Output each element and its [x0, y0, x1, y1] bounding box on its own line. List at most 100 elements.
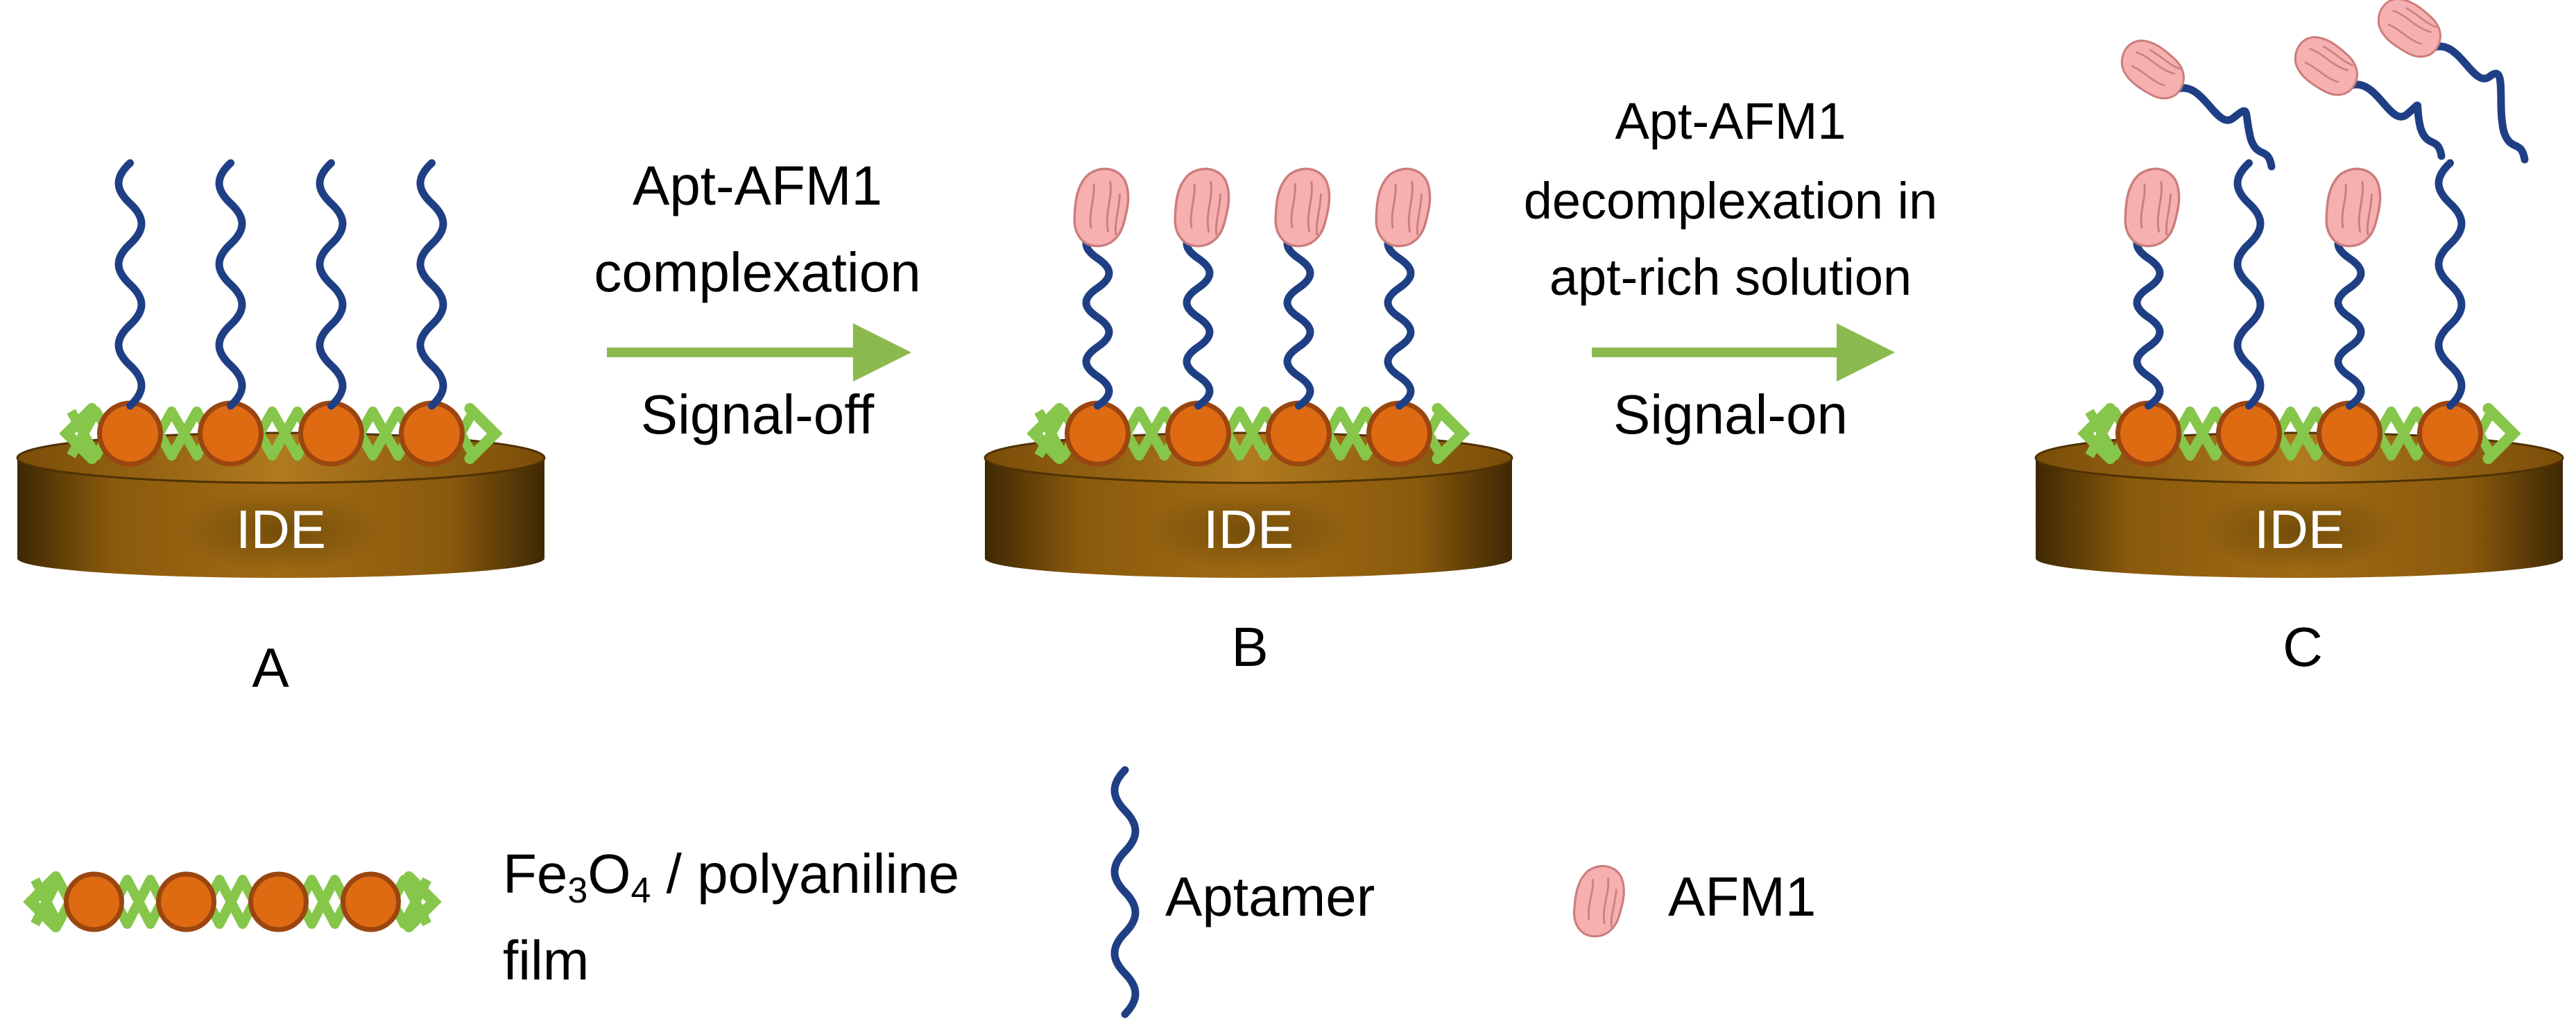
step2-title-line3: apt-rich solution [1549, 248, 1912, 306]
electrode-label-b: IDE [1203, 499, 1294, 560]
aptamer-strand [1283, 225, 1314, 410]
afm1-body [1174, 167, 1230, 248]
aptamers-a [114, 159, 447, 410]
afm1-molecule [2120, 40, 2185, 100]
fe3o4-particle [97, 400, 163, 467]
aptamer-strand [2435, 159, 2466, 410]
afm1-texture [2341, 180, 2373, 236]
electrode-label-shade [1144, 489, 1353, 572]
panel-a: IDE A [16, 159, 546, 699]
free-aptamer-strand [2427, 42, 2529, 164]
polyaniline-end [2077, 403, 2116, 464]
fe3o4-particle [1366, 400, 1432, 467]
step1-title-line1: Apt-AFM1 [633, 155, 882, 216]
afm1-texture [2387, 7, 2437, 45]
step-decomplexation: Apt-AFM1 decomplexation in apt-rich solu… [1524, 92, 1937, 445]
fe3o4-particle [2115, 400, 2181, 467]
aptamer-strand [1082, 225, 1113, 410]
legend-film-label: Fe3O4 / polyaniline [503, 843, 959, 911]
afm1-body [2124, 167, 2181, 248]
polyaniline-end [59, 403, 98, 464]
panel-label-a: A [252, 637, 289, 699]
afm1-texture [1190, 180, 1221, 236]
step1-title-line2: complexation [594, 241, 920, 303]
fe3o4-particle [198, 400, 264, 467]
afm1-molecule [1573, 864, 1625, 938]
afm1-molecule [2294, 36, 2358, 96]
free-aptamer-strand [2344, 80, 2446, 160]
afm1-texture [1391, 180, 1423, 236]
legend-afm1-symbol [1573, 864, 1625, 938]
polyaniline-end [403, 871, 442, 932]
polyaniline-end [23, 871, 62, 932]
aptamer-strand [2334, 225, 2365, 410]
fe3o4-particle [399, 400, 465, 467]
aptamer-strand [316, 159, 347, 410]
aptamer-strand [1110, 766, 1140, 1018]
afm1-body [2377, 0, 2441, 58]
afm1-body [1073, 167, 1130, 248]
afm1-molecule [1274, 167, 1331, 248]
afm1-texture [1089, 180, 1121, 236]
step-complexation: Apt-AFM1 complexation Signal-off [594, 155, 920, 445]
afm1-molecule [1375, 167, 1432, 248]
released-complexes [2120, 0, 2529, 171]
afm1-molecule [2325, 167, 2382, 248]
panel-b: IDE B [984, 167, 1513, 678]
polyaniline-end [1027, 403, 1065, 464]
aptamer-strand [2233, 159, 2265, 410]
legend-afm1-label: AFM1 [1668, 866, 1816, 927]
fe3o4-particle [298, 400, 364, 467]
panel-label-b: B [1231, 616, 1268, 678]
film-a [59, 400, 503, 467]
legend-aptamer-label: Aptamer [1165, 866, 1375, 927]
legend-aptamer-symbol [1110, 766, 1140, 1018]
afm1-texture [1290, 180, 1322, 236]
afm1-body [1375, 167, 1432, 248]
step2-title-line2: decomplexation in [1524, 172, 1937, 230]
afm1-texture [2304, 45, 2354, 83]
electrode-label-c: IDE [2254, 499, 2344, 560]
fe3o4-particle [248, 871, 309, 932]
fe3o4-particle [2216, 400, 2282, 467]
afm1-texture [1588, 877, 1617, 927]
afm1-texture [2131, 49, 2181, 87]
fe3o4-particle [2417, 400, 2483, 467]
electrode-b [984, 431, 1513, 578]
aptamer-strand [1384, 225, 1415, 410]
fe3o4-particle [64, 871, 124, 932]
fe3o4-particle [1266, 400, 1332, 467]
fe3o4-particle [1165, 400, 1231, 467]
afm1-body [2294, 36, 2358, 96]
aptamer-strand [2133, 225, 2164, 410]
aptamers-c [2124, 159, 2466, 410]
electrode-label-a: IDE [236, 499, 326, 560]
fe3o4-particle [1065, 400, 1131, 467]
fe3o4-particle [341, 871, 401, 932]
electrode-label-shade [2195, 489, 2403, 572]
aptamer-strand [114, 159, 146, 410]
afm1-molecule [2124, 167, 2181, 248]
step1-signal: Signal-off [641, 384, 875, 445]
panel-c: IDE C [2034, 0, 2564, 678]
aptamer-strand [215, 159, 246, 410]
aptamer-strand [416, 159, 447, 410]
polyaniline-end [1432, 403, 1470, 464]
polyaniline-end [2482, 403, 2521, 464]
afm1-body [1573, 864, 1625, 938]
afm1-molecule [2377, 0, 2441, 58]
afm1-texture [2140, 180, 2172, 236]
aptamer-strand [1183, 225, 1214, 410]
afm1-body [1274, 167, 1331, 248]
film-b [1027, 400, 1470, 467]
legend-film-label-line2: film [503, 930, 589, 991]
step2-signal: Signal-on [1613, 384, 1848, 445]
legend-film-symbol [23, 871, 442, 932]
panel-label-c: C [2283, 616, 2323, 678]
fe3o4-particle [156, 871, 216, 932]
fe3o4-particle [2317, 400, 2382, 467]
polyaniline-end [464, 403, 503, 464]
electrode-label-shade [177, 489, 385, 572]
aptamers-b [1073, 167, 1432, 410]
